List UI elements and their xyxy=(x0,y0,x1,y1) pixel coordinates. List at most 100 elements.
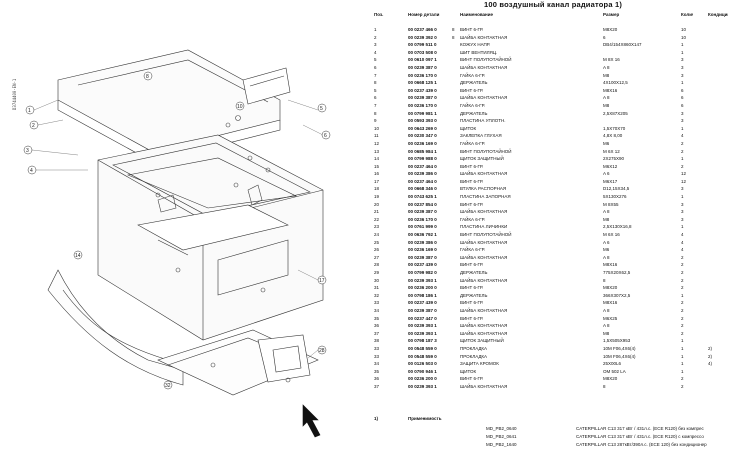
row-part-number: 00 0236 200 0 xyxy=(408,376,437,382)
callout-balloon: 8 xyxy=(143,71,153,81)
row-part-number: 00 0668 125 1 xyxy=(408,80,437,86)
row-pos: 15 xyxy=(374,163,380,169)
row-size: M8X20 xyxy=(603,285,618,291)
row-pos: 5 xyxy=(374,57,377,63)
note-text: CATERPILLAR C13 287кВт/390л.с. (ECE 120)… xyxy=(576,442,707,447)
row-qty: 2 xyxy=(681,330,684,336)
duct-curve xyxy=(47,269,184,386)
row-qty: 1 xyxy=(681,353,684,359)
row-pos: 35 xyxy=(374,315,380,321)
row-pos: 11 xyxy=(374,133,379,139)
row-name: ВИНТ 6-ГР. xyxy=(460,315,484,321)
callout-balloon: 10 xyxy=(235,101,245,111)
row-pos: 25 xyxy=(374,239,380,245)
row-name: ВИНТ ПОЛУПОТАЙНОЙ xyxy=(460,57,512,63)
row-size: M 8X55 xyxy=(603,201,619,207)
row-condition: 4) xyxy=(708,361,713,367)
svg-text:5: 5 xyxy=(320,106,323,112)
row-part-number: 00 0548 559 0 xyxy=(408,353,437,359)
row-pos: 24 xyxy=(374,232,380,238)
row-name: ГАЙКА 6-ГР. xyxy=(460,102,486,108)
row-qty: 6 xyxy=(681,87,684,93)
row-part-number: 00 0548 559 0 xyxy=(408,345,437,351)
row-qty: 2 xyxy=(681,300,684,306)
note-text: CATERPILLAR C13 317 кВт / 431л.с. (ECE R… xyxy=(576,434,704,439)
row-part-number: 00 0610 097 1 xyxy=(408,57,437,63)
row-qty: 3 xyxy=(681,57,684,63)
row-size: M 6X 12 xyxy=(603,148,620,154)
row-pos: 7 xyxy=(374,72,377,78)
row-qty: 2 xyxy=(681,262,684,268)
row-qty: 3 xyxy=(681,72,684,78)
row-name: ШАЙБА КОНТАКТНАЯ xyxy=(460,323,508,329)
row-pos: 16 xyxy=(374,171,380,177)
row-qty: 2 xyxy=(681,383,684,389)
row-part-number: 00 0799 982 0 xyxy=(408,270,437,275)
svg-text:28: 28 xyxy=(319,348,325,354)
row-name: ЩИТОК ЗАЩИТНЫЙ xyxy=(460,156,504,162)
row-size: 8 xyxy=(603,277,606,283)
row-qty: 2 xyxy=(681,140,684,146)
row-pos: 32 xyxy=(374,292,380,298)
row-pos: 4 xyxy=(374,49,377,55)
row-size: M8 xyxy=(603,102,610,108)
row-name: ГАЙКА 6-ГР. xyxy=(460,140,486,146)
row-name: ГАЙКА 6-ГР. xyxy=(460,72,486,78)
row-qty: 4 xyxy=(681,247,684,253)
row-size: 1,5X505X953 xyxy=(603,338,631,344)
row-name: ЩИТОК xyxy=(460,125,477,131)
row-pos: 13 xyxy=(374,148,380,154)
row-size: 2X275X90 xyxy=(603,156,625,162)
row-pos: 17 xyxy=(374,178,380,184)
row-qty: 1 xyxy=(681,42,684,48)
row-name: ШАЙБА КОНТАКТНАЯ xyxy=(460,277,508,283)
row-qty: 2 xyxy=(681,254,684,260)
row-name: ПЛАСТИНА ЛИЧИНКИ xyxy=(460,224,508,230)
row-pos: 38 xyxy=(374,338,380,344)
row-size: A 6 xyxy=(603,239,610,245)
row-pos: 29 xyxy=(374,270,380,275)
row-qty: 1 xyxy=(681,156,684,162)
row-pos: 8 xyxy=(374,110,377,116)
row-part-number: 00 0799 988 0 xyxy=(408,156,437,162)
row-pos: 31 xyxy=(374,285,380,291)
row-name: ЩИТОК xyxy=(460,368,477,374)
row-part-number: 00 0636 792 1 xyxy=(408,232,437,238)
row-pos: 20 xyxy=(374,201,380,207)
row-name: ПРОКЛАДКА xyxy=(460,345,488,351)
assembly-illustration: 1 2 3 4 5 6 17 28 8 10 14 32 xyxy=(23,49,331,438)
row-qty: 10 xyxy=(681,34,687,40)
row-part-number: 00 0798 187 3 xyxy=(408,338,437,344)
row-name: ДЕРЖАТЕЛЬ xyxy=(460,80,488,86)
row-condition: 2) xyxy=(708,345,713,351)
row-pos: 3 xyxy=(374,42,377,48)
row-part-number: 00 0126 503 0 xyxy=(408,361,437,367)
row-pos: 33 xyxy=(374,345,380,351)
row-pos: 21 xyxy=(374,209,380,215)
col-size: Размер xyxy=(603,12,620,17)
row-pos: 8 xyxy=(374,80,377,86)
row-pos: 36 xyxy=(374,376,380,382)
callout-balloon: 6 xyxy=(321,130,331,140)
row-qty: 4 xyxy=(681,133,684,139)
row-pos: 6 xyxy=(374,64,377,70)
row-qty: 1 xyxy=(681,80,684,86)
row-name: ШАЙБА КОНТАКТНАЯ xyxy=(460,95,508,101)
row-part-number: 00 0237 447 0 xyxy=(408,315,437,321)
